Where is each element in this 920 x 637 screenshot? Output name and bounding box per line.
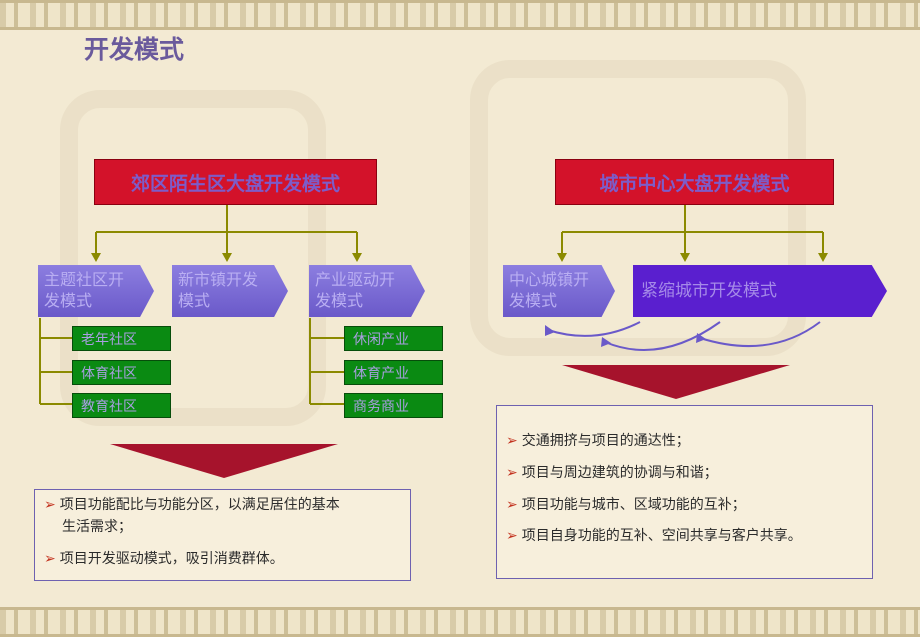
sub-item-elderly-community: 老年社区 [72,326,171,351]
sub-item-sports-community: 体育社区 [72,360,171,385]
decorative-border-top [0,0,920,30]
mode-theme-community-line1: 主题社区开 [44,270,125,289]
bullet-arrow-icon: ➢ [506,465,518,481]
right-note-3: ➢项目功能与城市、区域功能的互补； [506,494,746,516]
sub-item-education-community: 教育社区 [72,393,171,418]
left-note-1: ➢项目功能配比与功能分区，以满足居住的基本 生活需求； [44,494,404,538]
right-note-3-text: 项目功能与城市、区域功能的互补； [521,497,746,513]
mode-industry-driven: 产业驱动开 发模式 [309,265,425,317]
right-note-1-text: 交通拥挤与项目的通达性； [521,433,690,449]
left-note-1-line2: 生活需求； [62,519,132,535]
right-note-1: ➢交通拥挤与项目的通达性； [506,430,690,452]
right-notes-box [496,405,873,579]
sub-item-sports-industry: 体育产业 [344,360,443,385]
mode-center-town-line1: 中心城镇开 [509,270,590,289]
left-note-2-text: 项目开发驱动模式，吸引消费群体。 [59,551,284,567]
left-notes-box [34,489,411,581]
sub-item-business-commerce: 商务商业 [344,393,443,418]
mode-theme-community: 主题社区开 发模式 [38,265,154,317]
background-ornament-right [470,60,806,356]
right-note-4: ➢项目自身功能的互补、空间共享与客户共享。 [506,525,802,547]
mode-center-town-line2: 发模式 [509,291,558,310]
bullet-arrow-icon: ➢ [506,497,518,513]
mode-center-town: 中心城镇开 发模式 [503,265,615,317]
decorative-border-bottom [0,607,920,637]
bullet-arrow-icon: ➢ [506,528,518,544]
mode-new-town-line2: 模式 [178,291,211,310]
left-note-2: ➢项目开发驱动模式，吸引消费群体。 [44,548,404,570]
mode-industry-driven-line1: 产业驱动开 [315,270,396,289]
right-note-2: ➢项目与周边建筑的协调与和谐； [506,462,718,484]
mode-compact-city: 紧缩城市开发模式 [633,265,887,317]
mode-industry-driven-line2: 发模式 [315,291,364,310]
bullet-arrow-icon: ➢ [44,551,56,567]
right-note-4-text: 项目自身功能的互补、空间共享与客户共享。 [521,528,802,544]
bullet-arrow-icon: ➢ [44,497,56,513]
down-triangle-left [110,444,338,478]
suburban-mode-header: 郊区陌生区大盘开发模式 [94,159,377,205]
page-title: 开发模式 [84,35,185,64]
left-note-1-line1: 项目功能配比与功能分区，以满足居住的基本 [59,497,340,513]
mode-new-town: 新市镇开发 模式 [172,265,288,317]
down-triangle-right [562,365,790,399]
sub-item-leisure-industry: 休闲产业 [344,326,443,351]
bullet-arrow-icon: ➢ [506,433,518,449]
mode-new-town-line1: 新市镇开发 [178,270,259,289]
right-note-2-text: 项目与周边建筑的协调与和谐； [521,465,718,481]
urban-center-mode-header: 城市中心大盘开发模式 [555,159,834,205]
mode-theme-community-line2: 发模式 [44,291,93,310]
